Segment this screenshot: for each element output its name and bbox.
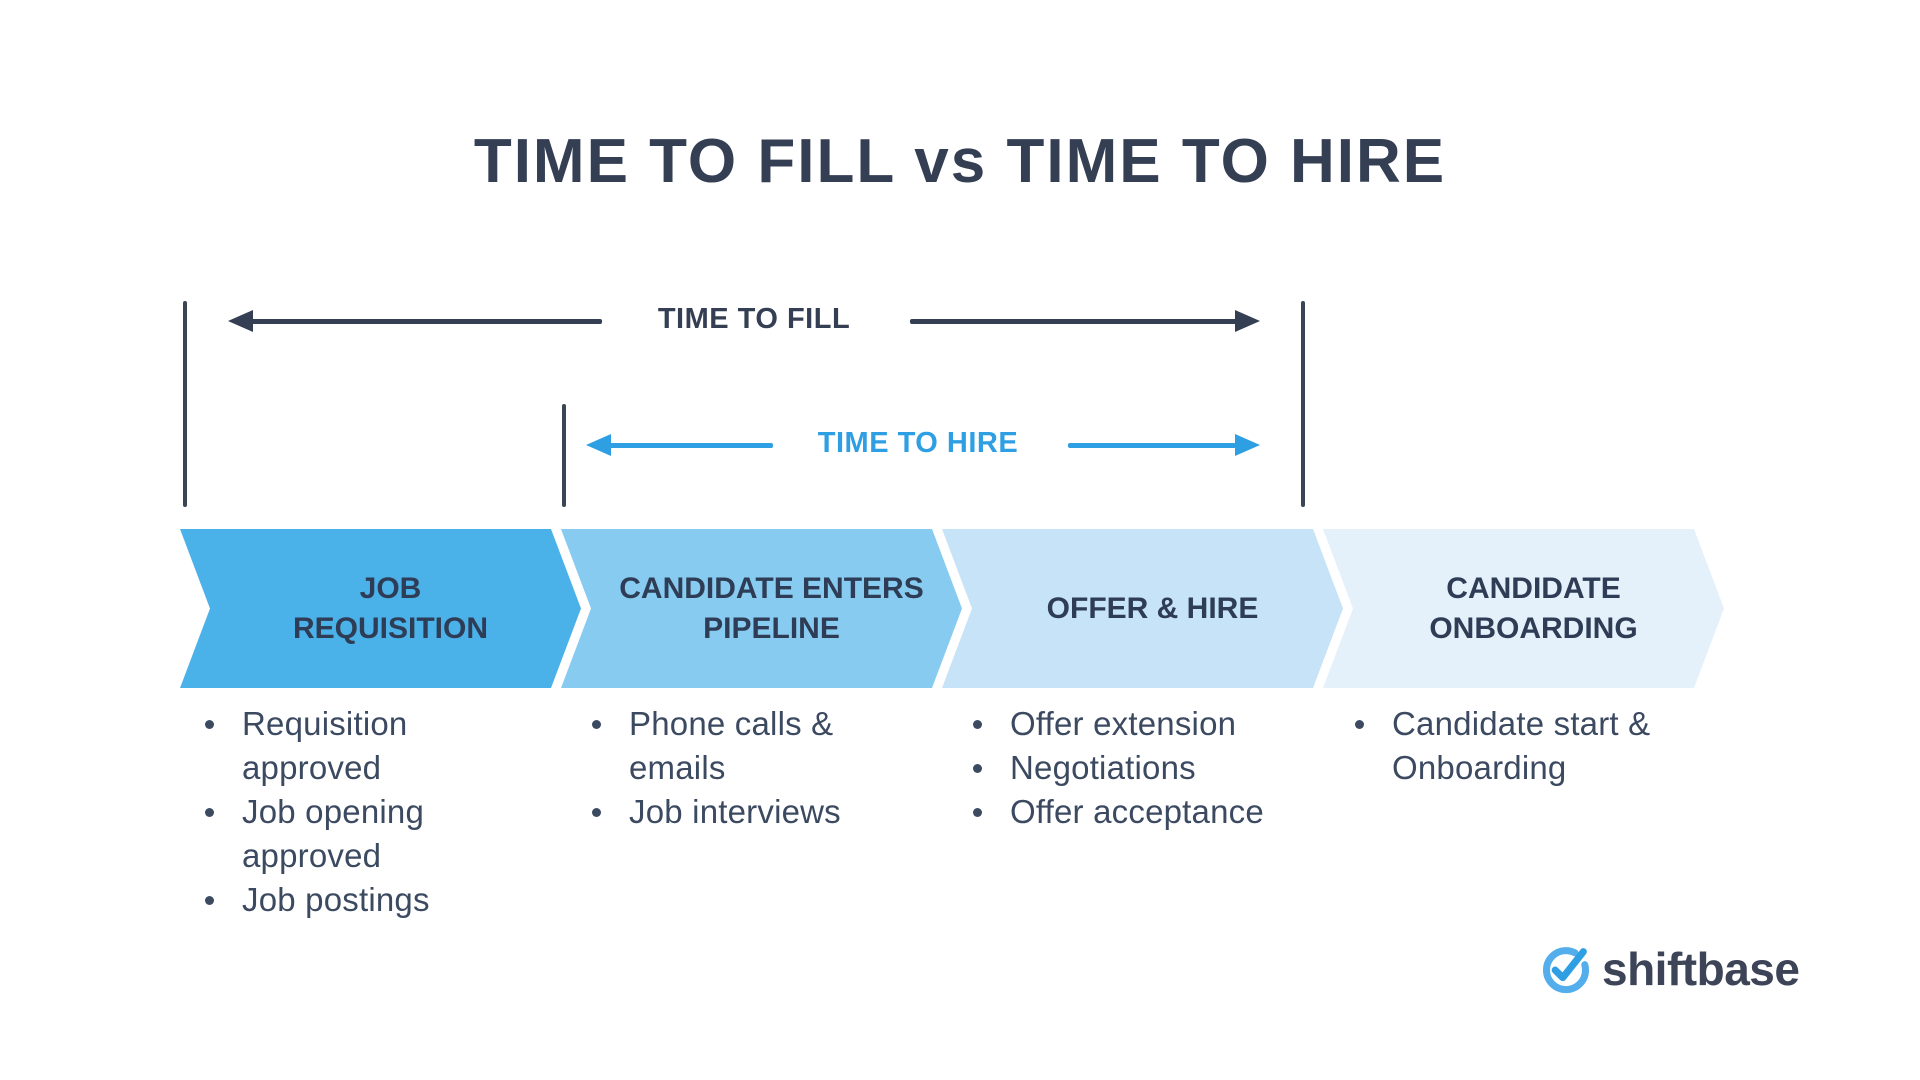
list-item: Phone calls & emails (592, 702, 872, 790)
stage-label: JOB REQUISITION (292, 571, 488, 645)
span-line (608, 443, 773, 448)
list-item: Offer extension (973, 702, 1293, 746)
list-item: Job opening approved (205, 790, 465, 878)
bracket-line-left (183, 301, 187, 507)
bracket-line-right (1301, 301, 1305, 507)
bracket-line-middle (562, 404, 566, 507)
span-line (250, 319, 602, 324)
stage-list-offer-and-hire: Offer extension Negotiations Offer accep… (973, 702, 1293, 834)
arrowhead-right-icon (1235, 434, 1260, 456)
stage-list-candidate-onboarding: Candidate start & Onboarding (1355, 702, 1685, 790)
time-to-hire-label: TIME TO HIRE (817, 427, 1019, 459)
stage-label: CANDIDATE ONBOARDING (1429, 571, 1638, 645)
stage-chevron-candidate-onboarding: CANDIDATE ONBOARDING (1323, 529, 1724, 688)
arrowhead-right-icon (1235, 310, 1260, 332)
logo-wordmark: shiftbase (1602, 943, 1800, 995)
time-to-fill-label: TIME TO FILL (657, 303, 851, 335)
bullet-dot (592, 720, 601, 729)
bullet-dot (973, 808, 982, 817)
list-item: Job postings (205, 878, 465, 922)
bullet-dot (1355, 720, 1364, 729)
bullet-dot (205, 896, 214, 905)
bullet-dot (973, 764, 982, 773)
shiftbase-logo: shiftbase (1540, 942, 1800, 996)
page-title: TIME TO FILL vs TIME TO HIRE (473, 127, 1447, 196)
list-item: Candidate start & Onboarding (1355, 702, 1685, 790)
stage-chevron-candidate-enters-pipeline: CANDIDATE ENTERS PIPELINE (561, 529, 962, 688)
stage-label: OFFER & HIRE (1046, 591, 1259, 625)
list-item: Requisition approved (205, 702, 465, 790)
bullet-dot (205, 808, 214, 817)
stage-list-candidate-enters-pipeline: Phone calls & emails Job interviews (592, 702, 872, 834)
span-line (910, 319, 1238, 324)
stage-list-job-requisition: Requisition approved Job opening approve… (205, 702, 465, 922)
list-item: Negotiations (973, 746, 1293, 790)
stage-chevron-offer-and-hire: OFFER & HIRE (942, 529, 1343, 688)
span-line (1068, 443, 1236, 448)
list-item: Offer acceptance (973, 790, 1293, 834)
arrowhead-left-icon (228, 310, 253, 332)
shiftbase-clock-check-icon (1542, 947, 1590, 994)
stage-label: CANDIDATE ENTERS PIPELINE (619, 571, 924, 645)
list-item: Job interviews (592, 790, 872, 834)
bullet-dot (205, 720, 214, 729)
stage-chevron-job-requisition: JOB REQUISITION (180, 529, 581, 688)
arrowhead-left-icon (586, 434, 611, 456)
bullet-dot (592, 808, 601, 817)
bullet-dot (973, 720, 982, 729)
